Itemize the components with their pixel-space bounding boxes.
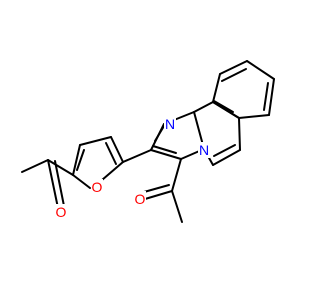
nitrogen-imine-label: N <box>165 116 175 132</box>
bond-methyl-carbonyl-left <box>21 159 49 173</box>
bond-furan-1-double <box>76 149 85 171</box>
bond-pyridine-4 <box>212 149 241 166</box>
bond-carbonyl-oxygen-bottom-a <box>144 190 173 200</box>
bonds <box>21 60 275 223</box>
molecule-structure: O O O N N <box>21 60 275 223</box>
bond-furan-3 <box>110 136 124 163</box>
bond-benzene-2 <box>219 60 248 75</box>
bond-furan-5 <box>72 174 91 189</box>
bond-furan-2 <box>79 136 112 146</box>
oxygen-bottom-label: O <box>135 191 146 207</box>
bond-carbonyl-oxygen-bottom-b <box>143 184 170 193</box>
bond-furan-4 <box>101 161 124 181</box>
bond-imidazole-5 <box>150 149 182 160</box>
label-bg-o-left <box>55 204 67 220</box>
bond-furan-imidazole <box>122 149 152 163</box>
bond-imidazole-1-double <box>154 125 165 142</box>
bond-furan-1 <box>72 144 81 176</box>
oxygen-left-label: O <box>56 204 67 220</box>
bond-benzene-1 <box>212 73 221 103</box>
bond-benzene-4 <box>268 78 275 116</box>
nitrogen-bridge-label: N <box>199 142 209 158</box>
label-bg-n-imine <box>164 116 176 132</box>
molecule-diagram: O O O N N <box>21 60 275 223</box>
label-bg-o-bottom <box>134 191 146 207</box>
bond-benzene-6-double <box>213 100 234 113</box>
bond-imidazole-5-double <box>152 145 177 154</box>
atom-labels: O O O N N <box>55 116 210 220</box>
bond-benzene-5 <box>238 114 270 119</box>
bond-carbonyl-oxygen-left-a <box>47 159 59 209</box>
bond-pyridine-3 <box>238 117 241 151</box>
bond-benzene-2-double <box>221 68 247 82</box>
oxygen-furan-label: O <box>92 179 103 195</box>
label-bg-n-bridge <box>198 142 210 158</box>
bond-carbonyl-furan <box>47 159 74 176</box>
bond-carbonyl-methyl-bottom <box>171 190 183 223</box>
bond-carbonyl-oxygen-left-b <box>54 160 65 207</box>
bond-imidazole-carbonyl <box>171 158 182 192</box>
label-bg-o-furan <box>91 179 103 195</box>
bond-benzene-3 <box>246 60 275 80</box>
bond-benzene-4-double <box>263 82 269 111</box>
bond-furan-3-double <box>105 142 117 165</box>
bond-benzene-6 <box>212 101 240 119</box>
bond-pyridine-4-double <box>213 144 236 157</box>
bond-pyridine-1 <box>193 101 214 113</box>
